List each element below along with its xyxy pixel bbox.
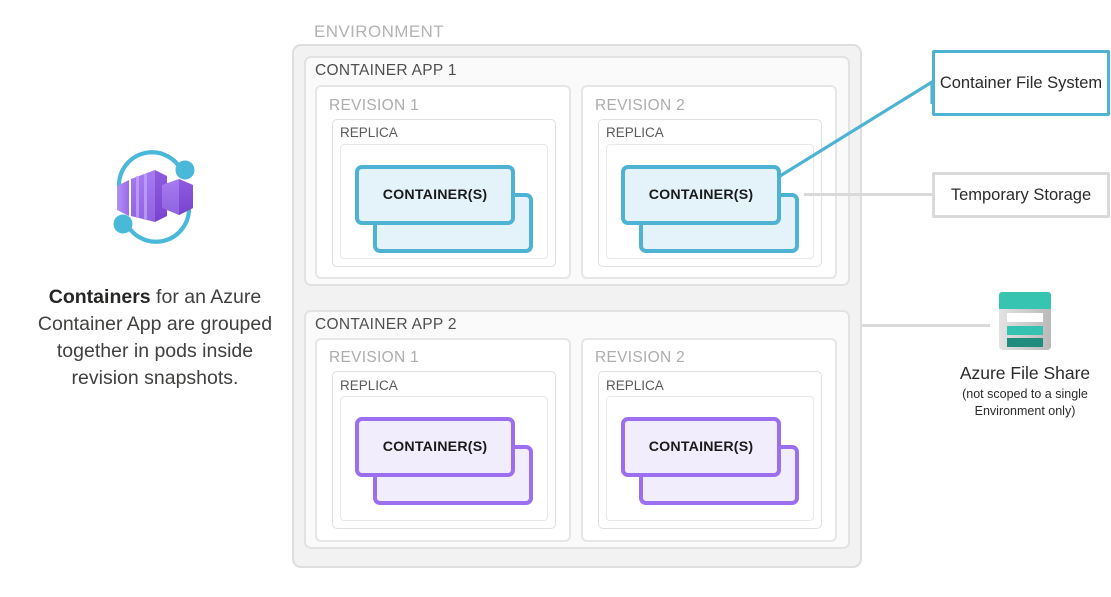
- azure-file-share-subtitle-line-2: Environment only): [974, 404, 1076, 418]
- caption-rest: for an Azure Container App are grouped t…: [37, 286, 273, 389]
- app2-revision-1-replica-label: REPLICA: [340, 378, 398, 393]
- temporary-storage-callout: Temporary Storage: [932, 172, 1110, 218]
- app1-revision-2-replica-label: REPLICA: [606, 125, 664, 140]
- azure-container-apps-icon: [113, 150, 195, 244]
- caption-strong: Containers: [48, 286, 151, 308]
- temporary-storage-connector-line: [804, 193, 934, 196]
- container-card-front: CONTAINER(S): [355, 417, 515, 477]
- container-file-system-callout: Container File System: [932, 50, 1110, 116]
- app2-revision-1-container-stack: CONTAINER(S): [355, 417, 533, 505]
- left-explanation-panel: Containers for an Azure Container App ar…: [30, 150, 280, 392]
- azure-file-share-title: Azure File Share: [959, 363, 1091, 383]
- container-file-system-label: Container File System: [939, 73, 1103, 92]
- environment-label: ENVIRONMENT: [314, 22, 445, 41]
- app1-revision-1-label: REVISION 1: [329, 97, 419, 114]
- icon-container: [30, 150, 280, 250]
- temporary-storage-label: Temporary Storage: [950, 185, 1092, 204]
- app2-revision-1-label: REVISION 1: [329, 349, 419, 366]
- container-file-system-connector-line: [779, 79, 934, 178]
- container-card-front: CONTAINER(S): [621, 417, 781, 477]
- container-card-label: CONTAINER(S): [382, 187, 488, 203]
- container-card-front: CONTAINER(S): [621, 165, 781, 225]
- app1-revision-2-container-stack: CONTAINER(S): [621, 165, 799, 253]
- container-card-label: CONTAINER(S): [382, 439, 488, 455]
- container-card-label: CONTAINER(S): [648, 439, 754, 455]
- azure-file-share-group: Azure File Share (not scoped to a single…: [940, 290, 1110, 420]
- left-caption-text: Containers for an Azure Container App ar…: [30, 284, 280, 392]
- container-card-label: CONTAINER(S): [648, 187, 754, 203]
- app1-revision-1-replica-label: REPLICA: [340, 125, 398, 140]
- app2-revision-2-container-stack: CONTAINER(S): [621, 417, 799, 505]
- app2-revision-2-replica-label: REPLICA: [606, 378, 664, 393]
- azure-file-share-subtitle: (not scoped to a single Environment only…: [940, 386, 1110, 420]
- azure-file-share-subtitle-line-1: (not scoped to a single: [962, 387, 1088, 401]
- azure-file-share-icon: [999, 292, 1051, 350]
- app2-revision-2-label: REVISION 2: [595, 349, 685, 366]
- app1-revision-2-label: REVISION 2: [595, 97, 685, 114]
- container-app-1-label: CONTAINER APP 1: [315, 62, 457, 79]
- container-card-front: CONTAINER(S): [355, 165, 515, 225]
- container-app-2-label: CONTAINER APP 2: [315, 316, 457, 333]
- app1-revision-1-container-stack: CONTAINER(S): [355, 165, 533, 253]
- azure-file-share-connector-line: [862, 324, 990, 327]
